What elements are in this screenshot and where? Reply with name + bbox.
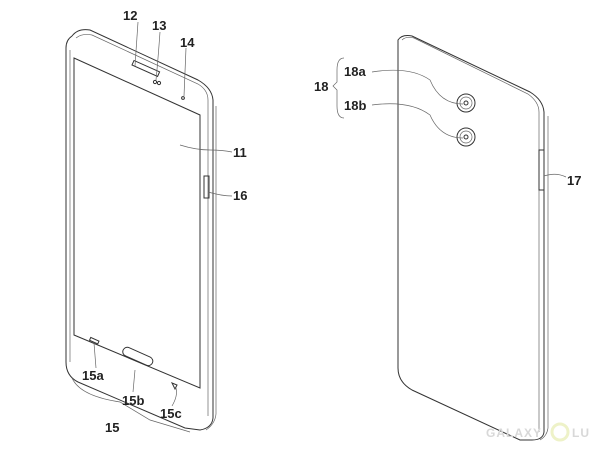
watermark: GALAXY LU xyxy=(486,422,590,442)
front-labels: 12 13 14 11 16 15a 15b 15c 15 xyxy=(82,8,247,435)
back-leaders xyxy=(332,57,567,178)
svg-text:18b: 18b xyxy=(344,98,366,113)
svg-text:12: 12 xyxy=(123,8,137,23)
back-labels: 18 18a 18b 17 xyxy=(314,64,581,188)
svg-text:14: 14 xyxy=(180,35,195,50)
svg-text:LU: LU xyxy=(572,426,590,440)
front-phone xyxy=(65,29,217,431)
display-outline xyxy=(73,57,201,389)
svg-text:17: 17 xyxy=(567,173,581,188)
home-button xyxy=(122,346,154,367)
svg-text:15a: 15a xyxy=(82,368,104,383)
svg-text:15: 15 xyxy=(105,420,119,435)
svg-text:GALAXY: GALAXY xyxy=(486,426,542,440)
svg-text:13: 13 xyxy=(152,18,166,33)
side-button xyxy=(203,175,210,199)
side-buttons xyxy=(538,149,545,191)
camera-lens-a xyxy=(456,93,476,113)
speaker-grille xyxy=(131,59,161,78)
svg-text:18a: 18a xyxy=(344,64,366,79)
front-leaders xyxy=(71,21,233,433)
svg-text:16: 16 xyxy=(233,188,247,203)
svg-text:15b: 15b xyxy=(122,393,144,408)
front-camera xyxy=(181,96,185,100)
svg-text:15c: 15c xyxy=(160,406,182,421)
svg-text:11: 11 xyxy=(233,145,247,160)
back-phone xyxy=(397,35,549,441)
camera-lens-b xyxy=(456,127,476,147)
svg-text:18: 18 xyxy=(314,79,328,94)
